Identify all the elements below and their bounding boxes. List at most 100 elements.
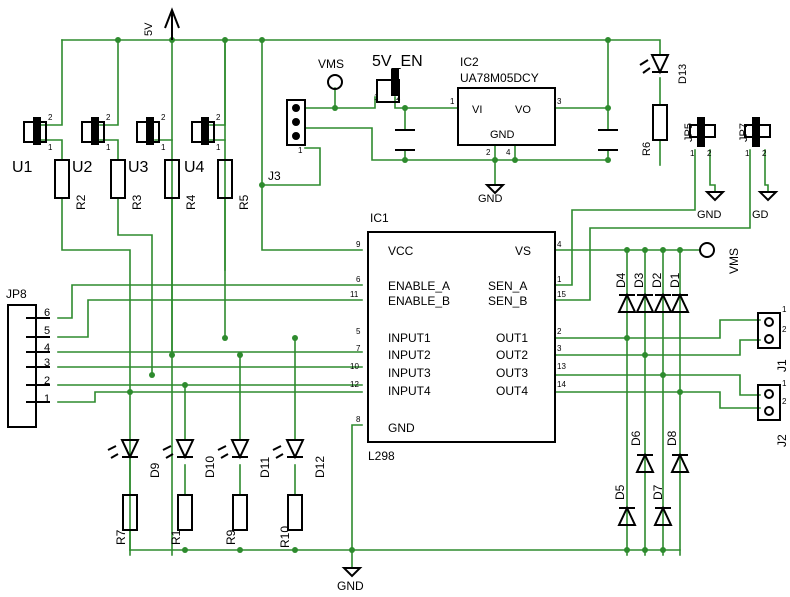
svg-text:VMS: VMS	[727, 248, 741, 274]
switch-u1: U1 2 1	[12, 113, 53, 176]
svg-text:1: 1	[782, 305, 787, 314]
svg-text:J3: J3	[268, 169, 281, 183]
svg-text:5V: 5V	[143, 22, 155, 36]
svg-text:3: 3	[557, 344, 562, 353]
svg-text:R4: R4	[184, 194, 198, 210]
resistor-r2: R2	[54, 159, 88, 210]
svg-text:U3: U3	[128, 159, 149, 176]
switch-u3: U3 2 1	[128, 113, 166, 176]
svg-text:10: 10	[350, 362, 359, 371]
svg-text:4: 4	[44, 342, 50, 354]
svg-text:5V_EN: 5V_EN	[372, 53, 423, 70]
diodes-top: D4 D3 D2 D1	[614, 272, 690, 313]
svg-text:2: 2	[707, 149, 712, 158]
svg-text:2: 2	[396, 93, 401, 102]
svg-text:2: 2	[557, 327, 562, 336]
diodes-bottom: D5 D6 D7 D8	[613, 430, 690, 526]
resistor-r4: R4	[164, 159, 198, 210]
svg-text:11: 11	[350, 290, 359, 299]
svg-text:12: 12	[350, 380, 359, 389]
svg-text:R2: R2	[74, 194, 88, 210]
svg-text:8: 8	[356, 415, 361, 424]
svg-text:IC1: IC1	[370, 211, 389, 225]
svg-text:D13: D13	[677, 64, 689, 84]
svg-text:OUT3: OUT3	[496, 366, 528, 380]
svg-text:VCC: VCC	[388, 244, 414, 258]
junctions	[115, 37, 683, 553]
svg-text:2: 2	[161, 113, 166, 122]
svg-text:R3: R3	[130, 194, 144, 210]
svg-text:GND: GND	[388, 421, 415, 435]
svg-text:INPUT1: INPUT1	[388, 331, 431, 345]
svg-text:1: 1	[745, 149, 750, 158]
svg-text:14: 14	[557, 380, 566, 389]
svg-text:D1: D1	[668, 272, 682, 288]
driver-ic1: IC1 L298 VCC 9 ENABLE_A 6 ENABLE_B 11 IN…	[350, 211, 566, 463]
svg-text:5: 5	[44, 325, 50, 337]
connector-j2: 1 2 J2	[757, 379, 789, 447]
svg-text:SEN_A: SEN_A	[488, 279, 527, 293]
svg-text:5: 5	[356, 327, 361, 336]
resistor-r3: R3	[110, 159, 144, 210]
svg-text:J2: J2	[775, 434, 789, 447]
svg-text:1: 1	[782, 379, 787, 388]
svg-text:INPUT2: INPUT2	[388, 348, 431, 362]
svg-text:U2: U2	[72, 159, 93, 176]
svg-text:INPUT4: INPUT4	[388, 384, 431, 398]
svg-text:L298: L298	[368, 449, 395, 463]
supply-5v: 5V	[143, 7, 180, 40]
svg-text:GND: GND	[478, 193, 503, 205]
svg-text:2: 2	[782, 325, 787, 334]
svg-text:IC2: IC2	[460, 55, 479, 69]
capacitor-output	[598, 129, 618, 151]
svg-text:D9: D9	[148, 462, 162, 478]
vms-terminal-right: VMS	[699, 242, 741, 274]
svg-text:SEN_B: SEN_B	[488, 294, 527, 308]
svg-text:R5: R5	[237, 194, 251, 210]
svg-text:15: 15	[557, 290, 566, 299]
svg-text:1: 1	[450, 97, 455, 106]
svg-text:J1: J1	[775, 359, 789, 372]
svg-text:OUT2: OUT2	[496, 348, 528, 362]
svg-text:D5: D5	[613, 484, 627, 500]
svg-text:D7: D7	[651, 484, 665, 500]
svg-text:2: 2	[106, 113, 111, 122]
jumper-5v-en: 5V_EN 1 2	[372, 53, 423, 103]
led-d13: D13	[639, 54, 689, 84]
svg-text:7: 7	[356, 344, 361, 353]
svg-text:VI: VI	[472, 104, 482, 116]
connector-jp8: JP8 6 5 4 3 2 1	[6, 287, 50, 428]
svg-text:R1: R1	[169, 529, 183, 545]
svg-text:D6: D6	[629, 430, 643, 446]
svg-text:D8: D8	[665, 430, 679, 446]
connector-j1: 1 2 J1	[757, 305, 789, 372]
svg-text:D11: D11	[258, 457, 272, 478]
svg-text:2: 2	[48, 113, 53, 122]
svg-text:GND: GND	[490, 129, 515, 141]
svg-text:2: 2	[44, 375, 50, 387]
svg-text:R10: R10	[278, 526, 292, 548]
svg-text:ENABLE_A: ENABLE_A	[388, 279, 450, 293]
svg-text:4: 4	[557, 240, 562, 249]
svg-text:UA78M05DCY: UA78M05DCY	[460, 71, 539, 85]
svg-text:OUT4: OUT4	[496, 384, 528, 398]
svg-text:2: 2	[762, 149, 767, 158]
svg-text:VS: VS	[515, 244, 531, 258]
svg-text:R6: R6	[641, 142, 653, 156]
vms-terminal-top: VMS	[318, 57, 344, 90]
svg-text:1: 1	[106, 143, 111, 152]
svg-text:GND: GND	[697, 209, 722, 221]
jumper-jp7: JP7 1 2 GD	[738, 117, 779, 221]
leds-bottom: D9 D10 D11 D12	[107, 439, 327, 478]
switch-u2: U2 2 1	[72, 113, 111, 176]
svg-text:ENABLE_B: ENABLE_B	[388, 294, 450, 308]
svg-text:GD: GD	[752, 209, 769, 221]
svg-text:3: 3	[557, 97, 562, 106]
svg-text:1: 1	[298, 146, 303, 155]
regulator-ic2: IC2 UA78M05DCY VI VO GND 1 3 2 4	[450, 55, 562, 157]
svg-text:JP5: JP5	[683, 123, 695, 142]
svg-text:INPUT3: INPUT3	[388, 366, 431, 380]
svg-text:JP7: JP7	[738, 123, 750, 142]
svg-text:1: 1	[374, 93, 379, 102]
